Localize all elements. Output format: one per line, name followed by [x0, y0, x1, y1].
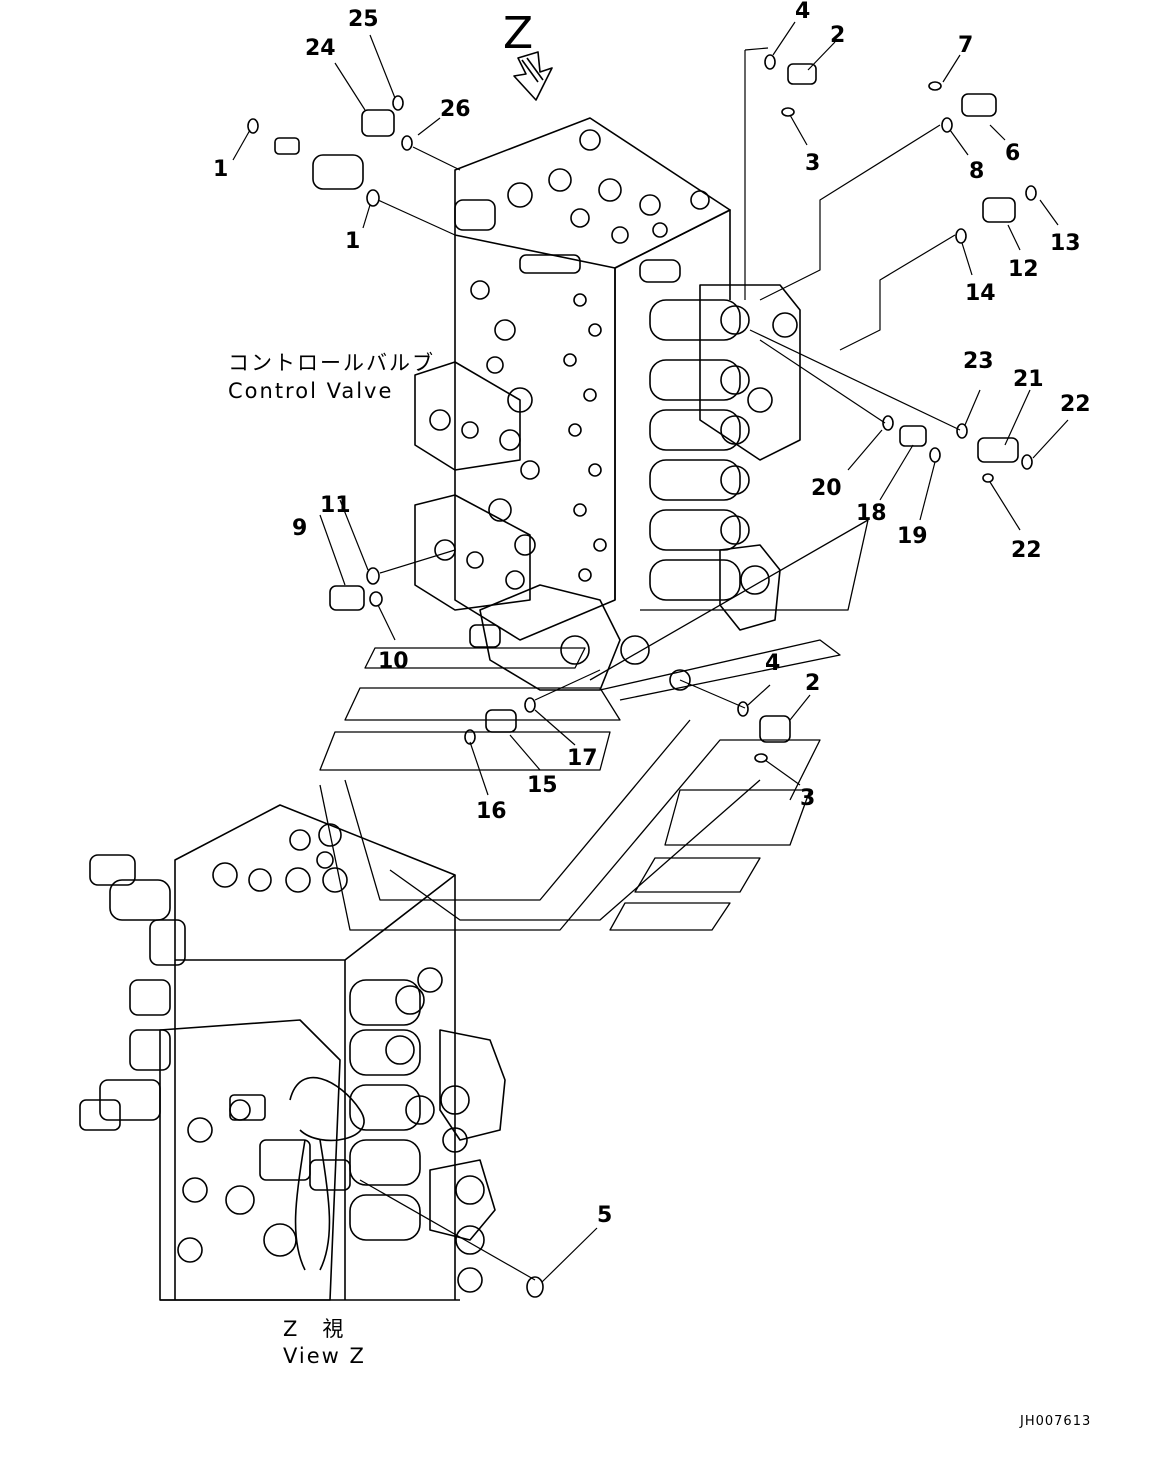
- callout-13: 13: [1050, 231, 1081, 256]
- callout-3-upper: 3: [805, 151, 820, 176]
- callout-2-upper: 2: [830, 23, 845, 48]
- callout-labels: 1 1 2 2 3 3 4 4 5 6 7 8 9 10 11 12 13 14…: [213, 0, 1091, 1228]
- callout-20: 20: [811, 476, 842, 501]
- view-direction-arrow: [513, 51, 553, 101]
- callout-5: 5: [597, 1203, 612, 1228]
- callout-15: 15: [527, 773, 558, 798]
- callout-22-upper: 22: [1060, 392, 1091, 417]
- fittings: [247, 54, 1037, 1298]
- callout-4-lower: 4: [765, 651, 780, 676]
- callout-6: 6: [1005, 141, 1020, 166]
- control-valve-label-en: Control Valve: [228, 379, 393, 403]
- callout-17: 17: [567, 746, 598, 771]
- callout-25: 25: [348, 7, 379, 32]
- callout-11: 11: [320, 493, 351, 518]
- callout-14: 14: [965, 281, 996, 306]
- view-caption-en: View Z: [283, 1344, 366, 1368]
- view-marker: Z: [503, 8, 533, 59]
- callout-26: 26: [440, 97, 471, 122]
- callout-1-lower: 1: [345, 229, 360, 254]
- view-z-assembly: [79, 804, 506, 1301]
- document-id: JH007613: [1019, 1414, 1091, 1429]
- callout-3-lower: 3: [800, 786, 815, 811]
- callout-7: 7: [958, 33, 973, 58]
- callout-23: 23: [963, 349, 994, 374]
- callout-18: 18: [856, 501, 887, 526]
- callout-21: 21: [1013, 367, 1044, 392]
- view-caption-jp: Z 視: [283, 1317, 345, 1341]
- callout-1-upper: 1: [213, 157, 228, 182]
- callout-10: 10: [378, 649, 409, 674]
- callout-12: 12: [1008, 257, 1039, 282]
- control-valve-body: [414, 117, 801, 691]
- callout-19: 19: [897, 524, 928, 549]
- callout-4-upper: 4: [795, 0, 810, 24]
- view-connector-shapes: [319, 519, 869, 931]
- callout-2-lower: 2: [805, 671, 820, 696]
- leader-lines: [232, 21, 1069, 1283]
- callout-24: 24: [305, 36, 336, 61]
- callout-9: 9: [292, 516, 307, 541]
- spool-stack: [639, 259, 801, 631]
- callout-16: 16: [476, 799, 507, 824]
- control-valve-label-jp: コントロールバルブ: [228, 351, 435, 375]
- callout-22-lower: 22: [1011, 538, 1042, 563]
- callout-8: 8: [969, 159, 984, 184]
